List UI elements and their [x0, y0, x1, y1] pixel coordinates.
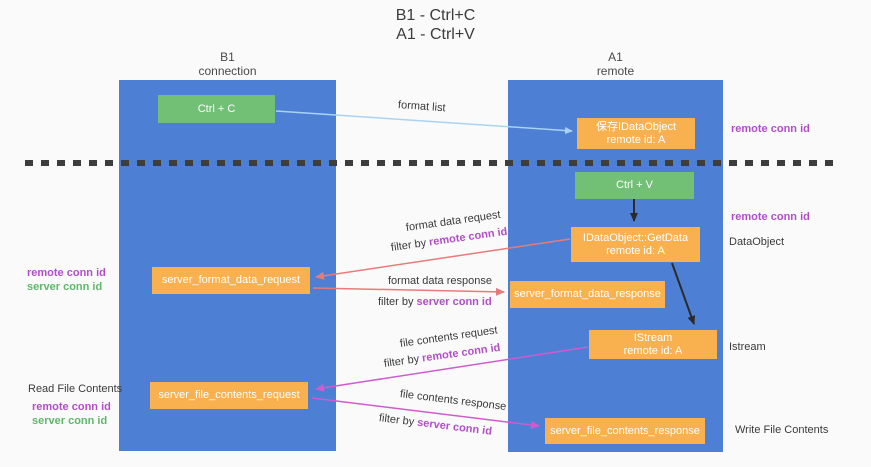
arrow-label-filter-server-2: filter by server conn id — [378, 412, 492, 438]
label-remote-conn-id-left-2: remote conn id — [32, 401, 111, 413]
filter-server-conn-id-2: server conn id — [416, 416, 493, 438]
node-ctrl-v: Ctrl + V — [575, 172, 694, 199]
label-remote-conn-id-top-right: remote conn id — [731, 123, 810, 135]
node-server-format-data-request: server_format_data_request — [152, 267, 310, 294]
node-server-file-contents-request: server_file_contents_request — [150, 382, 308, 409]
label-server-conn-id-left-1: server conn id — [27, 281, 103, 293]
node-save-idataobject-line2: remote id: A — [606, 133, 666, 146]
filter-server-conn-id-1: server conn id — [416, 296, 492, 308]
label-conn-ids-file: remote conn id server conn id — [32, 400, 111, 428]
label-remote-conn-id-right: remote conn id — [731, 211, 810, 223]
phase-separator-line — [25, 160, 833, 166]
node-server-file-contents-response: server_file_contents_response — [545, 418, 705, 444]
right-column-header: A1 remote — [508, 50, 723, 78]
label-server-conn-id-left-2: server conn id — [32, 415, 108, 427]
node-save-idataobject-line1: 保存IDataObject — [595, 120, 677, 133]
node-format-request-label: server_format_data_request — [161, 274, 301, 286]
node-save-idataobject: 保存IDataObject remote id: A — [577, 118, 695, 149]
label-read-file-contents: Read File Contents — [28, 383, 123, 395]
node-file-response-label: server_file_contents_response — [550, 424, 700, 437]
node-file-request-label: server_file_contents_request — [158, 389, 300, 401]
right-column-sub: remote — [596, 64, 635, 78]
label-write-file-contents: Write File Contents — [735, 424, 829, 436]
node-getdata-line1: IDataObject::GetData — [582, 231, 689, 244]
arrow-format-data-response — [312, 287, 505, 296]
arrow-label-file-contents-response: file contents response — [399, 388, 507, 413]
left-column-sub: connection — [198, 64, 257, 78]
label-istream: Istream — [729, 341, 766, 353]
title-line-2: A1 - Ctrl+V — [396, 26, 475, 43]
node-server-format-data-response: server_format_data_response — [510, 281, 665, 308]
left-column-name: B1 — [220, 50, 235, 64]
arrow-label-filter-server-1: filter by server conn id — [378, 296, 492, 308]
right-column-name: A1 — [608, 50, 623, 64]
arrow-label-format-data-response: format data response — [388, 275, 492, 287]
label-dataobject: DataObject — [729, 236, 785, 248]
node-ctrl-c-label: Ctrl + C — [197, 102, 236, 115]
filter-by-text: filter by — [383, 352, 423, 370]
diagram-title: B1 - Ctrl+C A1 - Ctrl+V — [0, 6, 871, 44]
node-istream-line2: remote id: A — [623, 344, 683, 357]
arrow-label-format-list: format list — [397, 99, 446, 115]
node-istream: IStream remote id: A — [589, 330, 717, 359]
filter-by-text: filter by — [378, 412, 418, 429]
title-line-1: B1 - Ctrl+C — [395, 7, 476, 24]
node-istream-line1: IStream — [633, 331, 673, 344]
filter-by-text: filter by — [378, 296, 417, 308]
node-format-response-label: server_format_data_response — [514, 288, 661, 300]
label-conn-ids-format: remote conn id server conn id — [27, 266, 106, 294]
node-getdata-line2: remote id: A — [606, 244, 665, 257]
left-column-header: B1 connection — [119, 50, 336, 78]
label-remote-conn-id-left-1: remote conn id — [27, 267, 106, 279]
node-idataobject-getdata: IDataObject::GetData remote id: A — [571, 227, 700, 262]
filter-by-text: filter by — [390, 236, 430, 254]
node-ctrl-c: Ctrl + C — [158, 95, 275, 123]
node-ctrl-v-label: Ctrl + V — [616, 179, 653, 191]
